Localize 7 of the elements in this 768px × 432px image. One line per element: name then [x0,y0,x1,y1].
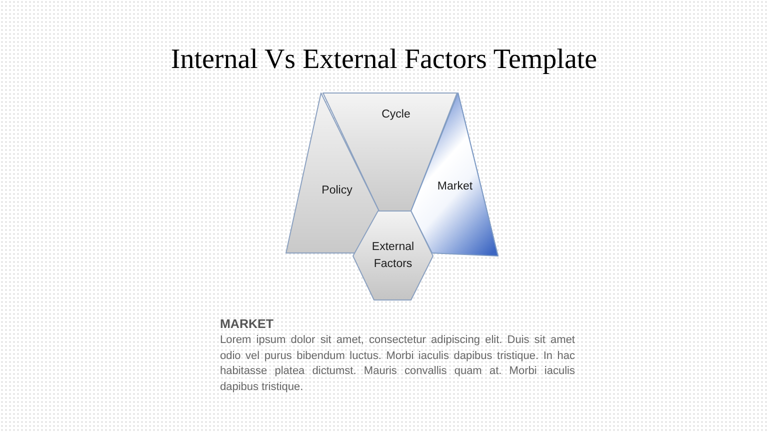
panel-label: External Factors [370,240,416,272]
section-heading: MARKET [220,317,274,331]
panel-label: Cycle [382,108,410,122]
slide-title: Internal Vs External Factors Template [170,44,598,76]
panel-label: Policy [322,184,352,198]
panel-label: Market [437,180,473,194]
body-paragraph: Lorem ipsum dolor sit amet, consectetur adipiscing elit. Duis sit amet odio vel purus bibendum luctus. Morbi iaculis dapibus tristique. In hac habitasse platea dictumst. Mauris convallis quam at. Morbi iaculis dapibus tristique. [220,333,575,394]
